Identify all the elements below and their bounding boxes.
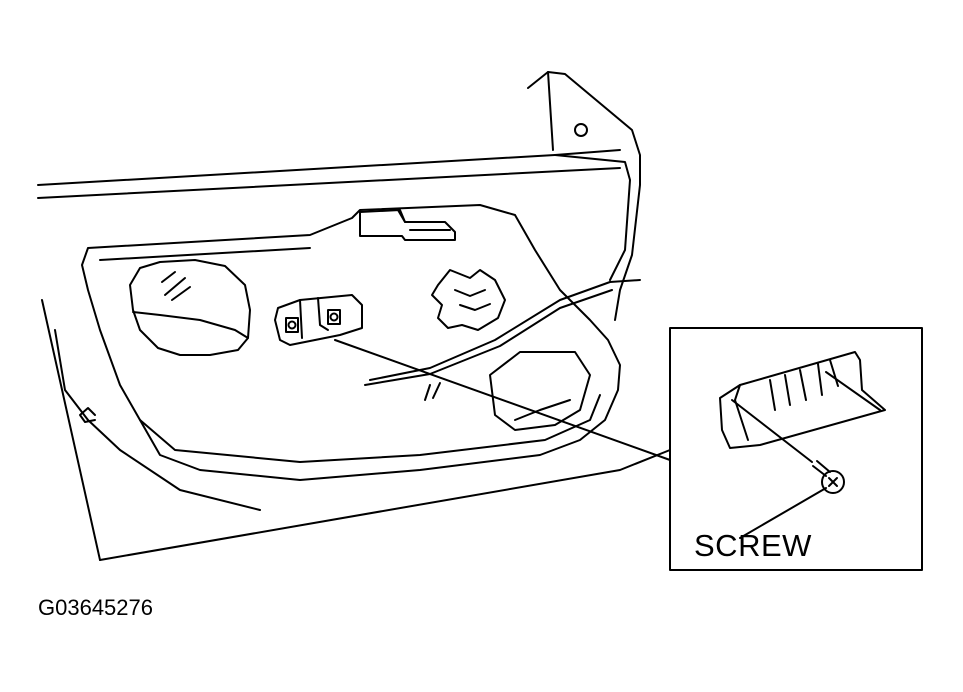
- screw-label: SCREW: [694, 528, 812, 563]
- leader-line: [334, 339, 671, 461]
- callout-box: [669, 327, 923, 571]
- speaker-opening: [129, 259, 251, 356]
- door-trim-panel: [81, 204, 641, 481]
- inner-handle-bracket: [431, 269, 506, 331]
- upper-clip: [359, 209, 456, 241]
- door-frame: [37, 71, 671, 561]
- switch-bezel: [274, 294, 363, 346]
- figure-id: G03645276: [38, 595, 153, 620]
- screw-icon: [821, 470, 845, 494]
